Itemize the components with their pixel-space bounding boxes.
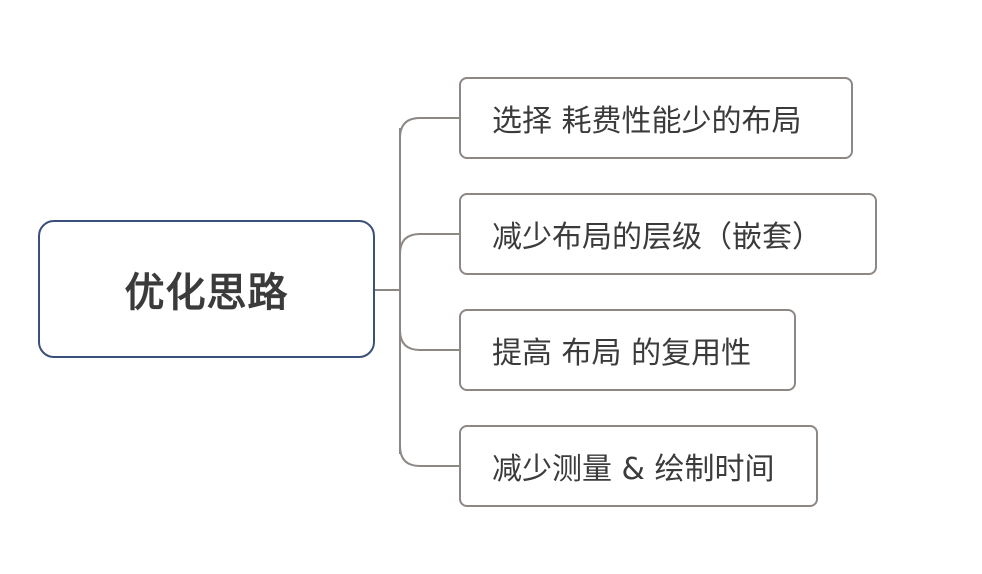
branch-label-2: 减少布局的层级（嵌套） — [492, 220, 822, 255]
branch-node-2[interactable]: 减少布局的层级（嵌套） — [459, 193, 877, 275]
branch-label-3: 提高 布局 的复用性 — [492, 336, 752, 371]
connector-branch-2 — [399, 329, 459, 351]
branch-node-4[interactable]: 减少测量 & 绘制时间 — [459, 425, 818, 507]
root-topic-label: 优化思路 — [124, 270, 289, 316]
branch-label-1: 选择 耗费性能少的布局 — [492, 104, 802, 139]
connector-branch-1 — [399, 233, 459, 255]
root-topic-node[interactable]: 优化思路 — [38, 220, 375, 358]
connector-branch-3 — [399, 445, 459, 467]
branch-node-3[interactable]: 提高 布局 的复用性 — [459, 309, 796, 391]
branch-label-4: 减少测量 & 绘制时间 — [492, 452, 775, 487]
branch-node-1[interactable]: 选择 耗费性能少的布局 — [459, 77, 853, 159]
connector-branch-0 — [399, 117, 459, 139]
